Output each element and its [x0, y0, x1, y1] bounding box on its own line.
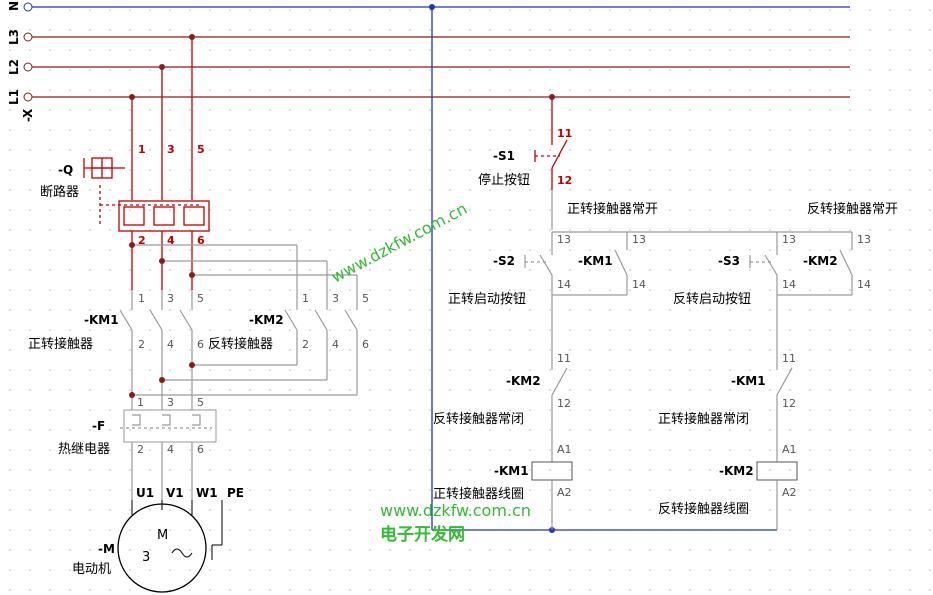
breaker-wiring — [83, 34, 210, 290]
km1-bot-6: 6 — [197, 338, 204, 351]
coil1-a1: A1 — [557, 443, 572, 456]
rail-l3-label: L3 — [7, 29, 21, 45]
relay-bot-4: 4 — [167, 443, 174, 456]
s3-n13: 13 — [782, 233, 796, 246]
motor-m: M — [157, 528, 168, 543]
s1-top: 11 — [557, 127, 572, 140]
s2-label: 正转启动按钮 — [448, 292, 526, 307]
motor-phases: 3 — [142, 550, 150, 565]
km2aux-n13: 13 — [857, 233, 871, 246]
breaker-top-5: 5 — [197, 143, 205, 156]
km2-bot-4: 4 — [332, 338, 339, 351]
motor-u: U1 — [136, 486, 154, 500]
motor-pe: PE — [227, 486, 244, 500]
watermark-site: 电子开发网 — [380, 524, 465, 545]
km1aux-n14: 14 — [632, 278, 646, 291]
s2-tag: -S2 — [493, 254, 515, 268]
km2-bot-6: 6 — [362, 338, 369, 351]
watermark-url: www.dzkfw.com.cn — [380, 501, 531, 520]
breaker-tag: -Q — [58, 163, 73, 177]
rail-n-label: N — [7, 1, 21, 11]
s2-n13: 13 — [557, 233, 571, 246]
no-rev-label: 反转接触器常开 — [807, 201, 898, 217]
km2-aux-tag: -KM2 — [803, 254, 838, 268]
km1-top-3: 3 — [167, 292, 174, 305]
km2-main-label: 反转接触器 — [208, 336, 273, 352]
km2-main-tag: -KM2 — [249, 313, 284, 327]
nc-fwd-label: 正转接触器常闭 — [658, 411, 749, 427]
km1-bot-4: 4 — [167, 338, 174, 351]
relay-top-1: 1 — [137, 396, 144, 409]
relay-tag: -F — [92, 419, 105, 433]
rail-l2-label: L2 — [7, 59, 21, 75]
breaker-top-1: 1 — [138, 143, 146, 156]
nc-rev-tag: -KM2 — [506, 374, 541, 388]
coil2-a2: A2 — [782, 486, 797, 499]
motor-symbol — [117, 500, 223, 593]
breaker-label: 断路器 — [40, 184, 79, 200]
terminal-x-label: -X — [21, 108, 35, 122]
motor-v: V1 — [166, 486, 184, 500]
km1aux-n13: 13 — [632, 233, 646, 246]
coil1-a2: A2 — [557, 486, 572, 499]
km1-aux-tag: -KM1 — [578, 254, 613, 268]
breaker-top-3: 3 — [167, 143, 175, 156]
nc-rev-n11: 11 — [557, 352, 571, 365]
nc-fwd-tag: -KM1 — [731, 374, 766, 388]
relay-top-5: 5 — [197, 396, 204, 409]
km2-bot-2: 2 — [302, 338, 309, 351]
relay-bot-6: 6 — [197, 443, 204, 456]
nc-rev-n12: 12 — [557, 397, 571, 410]
main-contactors-wiring — [119, 242, 358, 410]
coil1-tag: -KM1 — [494, 464, 529, 478]
km1-top-1: 1 — [138, 292, 145, 305]
s3-n14: 14 — [782, 278, 796, 291]
breaker-bot-4: 4 — [167, 234, 175, 247]
coil2-label: 反转接触器线圈 — [658, 501, 749, 517]
nc-fwd-n11: 11 — [782, 352, 796, 365]
control-wiring — [524, 94, 853, 530]
km1-main-label: 正转接触器 — [28, 336, 93, 352]
relay-label: 热继电器 — [58, 442, 110, 457]
neutral-line — [429, 4, 777, 533]
km1-main-tag: -KM1 — [84, 313, 119, 327]
motor-tag: -M — [98, 542, 115, 556]
km1-top-5: 5 — [197, 292, 204, 305]
motor-w: W1 — [196, 486, 218, 500]
s1-bottom: 12 — [557, 174, 572, 187]
no-fwd-label: 正转接触器常开 — [567, 201, 658, 217]
s1-tag: -S1 — [493, 149, 515, 163]
s1-label: 停止按钮 — [478, 172, 530, 188]
coil1-label: 正转接触器线圈 — [433, 486, 524, 502]
breaker-bot-2: 2 — [138, 234, 146, 247]
km2-top-3: 3 — [332, 292, 339, 305]
km2aux-n14: 14 — [857, 278, 871, 291]
nc-rev-label: 反转接触器常闭 — [433, 411, 524, 427]
relay-bot-2: 2 — [137, 443, 144, 456]
s3-tag: -S3 — [718, 254, 740, 268]
breaker-bot-6: 6 — [197, 234, 205, 247]
thermal-relay — [120, 409, 217, 500]
relay-top-3: 3 — [167, 396, 174, 409]
coil2-a1: A1 — [782, 443, 797, 456]
rail-l1-label: L1 — [7, 89, 21, 105]
mains-rails: N L3 L2 L1 -X — [7, 1, 850, 122]
s2-n14: 14 — [557, 278, 571, 291]
km2-top-5: 5 — [362, 292, 369, 305]
s3-label: 反转启动按钮 — [673, 292, 751, 307]
motor-label: 电动机 — [72, 562, 111, 577]
coil2-tag: -KM2 — [719, 464, 754, 478]
km1-bot-2: 2 — [138, 338, 145, 351]
km2-top-1: 1 — [302, 292, 309, 305]
nc-fwd-n12: 12 — [782, 397, 796, 410]
